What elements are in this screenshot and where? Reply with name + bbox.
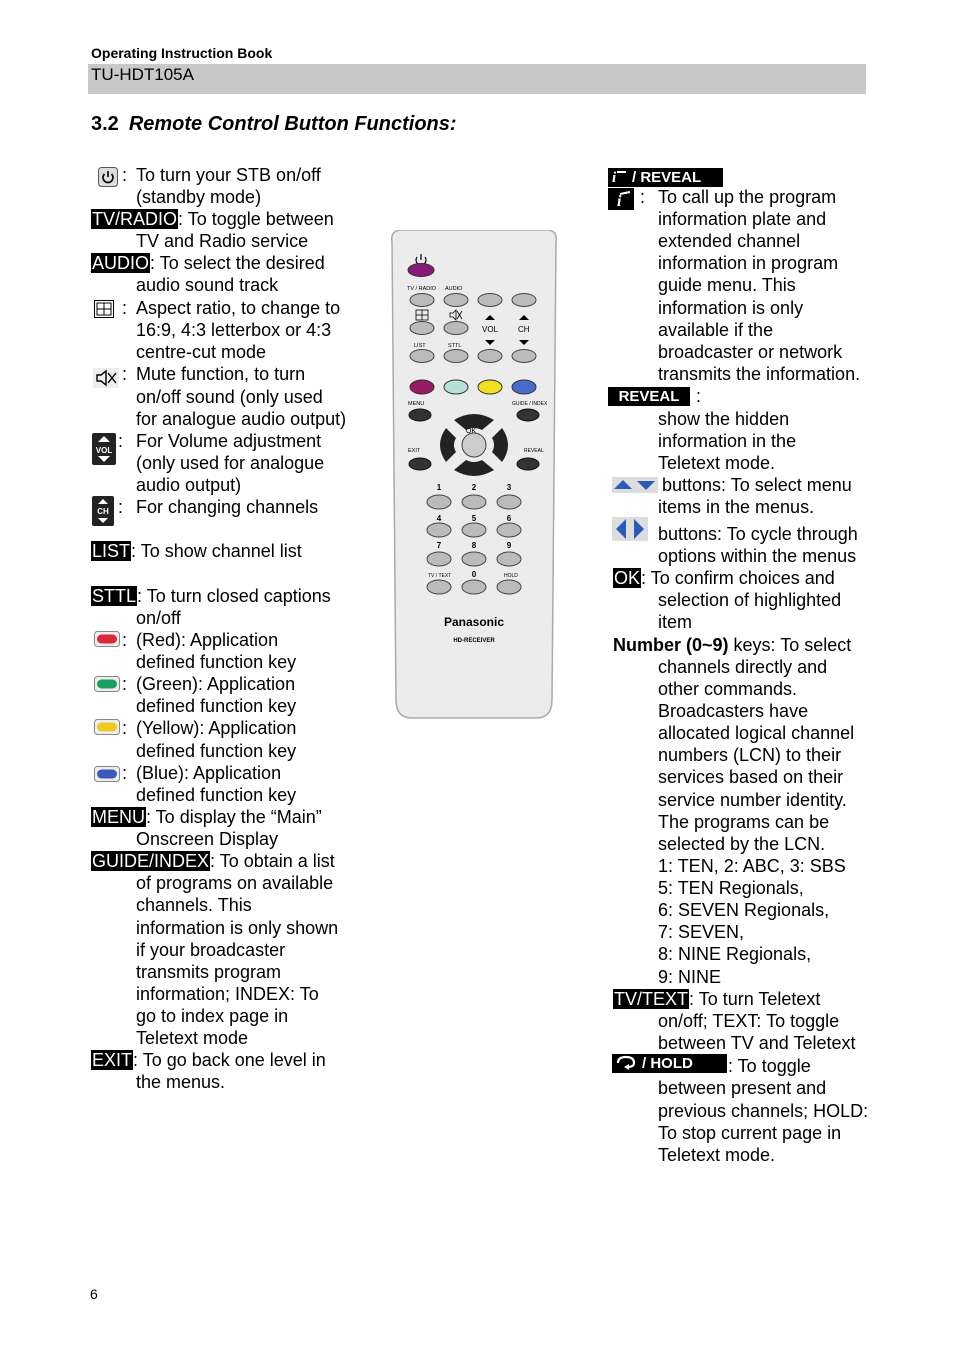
remote-digit-2: 2 [472, 483, 477, 492]
remote-model: HD-RECEIVER [453, 638, 495, 644]
remote-label-hold: HOLD [504, 573, 518, 579]
remote-red-button [409, 379, 435, 395]
channel-icon: CH [92, 496, 114, 526]
section-title: Remote Control Button Functions: [128, 113, 457, 135]
book-title: Operating Instruction Book [91, 45, 273, 61]
section-heading: 3.2 Remote Control Button Functions: [91, 113, 457, 136]
svg-text:i: i [612, 170, 617, 185]
guide-desc: GUIDE/INDEX: To obtain a list [91, 851, 335, 871]
tvradio-desc: TV/RADIO: To toggle between [91, 209, 334, 229]
remote-digit-5: 5 [472, 514, 477, 523]
remote-label-reveal: REVEAL [524, 448, 544, 454]
remote-digit-0: 0 [472, 570, 477, 579]
remote-yellow-button [477, 379, 503, 395]
remote-blue-button [511, 379, 537, 395]
tvtext-desc: TV/TEXT: To turn Teletext [613, 989, 821, 1009]
ok-desc: OK: To confirm choices and [613, 568, 835, 588]
red-key-icon [94, 631, 120, 647]
info-reveal-key: i/ REVEAL [608, 168, 723, 187]
remote-label-tvradio: TV / RADIO [407, 286, 437, 292]
remote-label-list: LIST [414, 343, 426, 349]
remote-label-menu: MENU [408, 401, 424, 407]
remote-green-button [443, 379, 469, 395]
recall-hold-key: / HOLD [612, 1054, 727, 1073]
up-down-arrows-icon [612, 477, 658, 493]
svg-text:CH: CH [97, 507, 109, 516]
remote-brand: Panasonic [444, 615, 504, 629]
sttl-desc: STTL: To turn closed captions [91, 586, 331, 606]
remote-digit-8: 8 [472, 541, 477, 550]
menu-desc: MENU: To display the “Main” [91, 807, 322, 827]
remote-digit-1: 1 [437, 483, 442, 492]
section-number: 3.2 [91, 113, 119, 135]
remote-label-sttl: STTL [448, 343, 461, 349]
remote-label-audio: AUDIO [445, 286, 463, 292]
remote-label-guide: GUIDE / INDEX [512, 401, 548, 407]
model-number: TU-HDT105A [91, 65, 194, 84]
header-bar [88, 64, 866, 94]
list-desc: LIST: To show channel list [91, 541, 302, 561]
info-key-icon: i [608, 188, 634, 210]
aspect-ratio-icon [94, 300, 114, 318]
remote-control-image: TV / RADIO AUDIO VOL CH LIST STTL MENU G… [390, 230, 558, 719]
remote-label-ch: CH [518, 325, 530, 334]
remote-label-vol: VOL [482, 325, 499, 334]
remote-digit-9: 9 [507, 541, 512, 550]
volume-icon: VOL [92, 433, 116, 465]
power-icon [98, 167, 118, 187]
info-icon: i [612, 170, 626, 186]
svg-text:VOL: VOL [96, 446, 113, 455]
green-key-icon [94, 676, 120, 692]
recall-icon [616, 1055, 636, 1070]
svg-text:i: i [617, 193, 622, 210]
left-right-arrows-icon [612, 517, 648, 541]
reveal-key: REVEAL [608, 387, 690, 406]
remote-digit-6: 6 [507, 514, 512, 523]
remote-digit-3: 3 [507, 483, 512, 492]
yellow-key-icon [94, 719, 120, 735]
remote-label-ok: OK [466, 428, 476, 435]
page-number: 6 [90, 1286, 98, 1302]
exit-desc: EXIT: To go back one level in [91, 1050, 326, 1070]
remote-digit-4: 4 [437, 514, 442, 523]
remote-digit-7: 7 [437, 541, 442, 550]
blue-key-icon [94, 766, 120, 782]
mute-icon [93, 368, 119, 388]
remote-label-exit: EXIT [408, 448, 421, 454]
number-desc: Number (0~9) keys: To select [613, 635, 852, 655]
remote-power-button [407, 263, 435, 277]
audio-desc: AUDIO: To select the desired [91, 253, 325, 273]
remote-label-tvtext: TV / TEXT [428, 573, 451, 579]
